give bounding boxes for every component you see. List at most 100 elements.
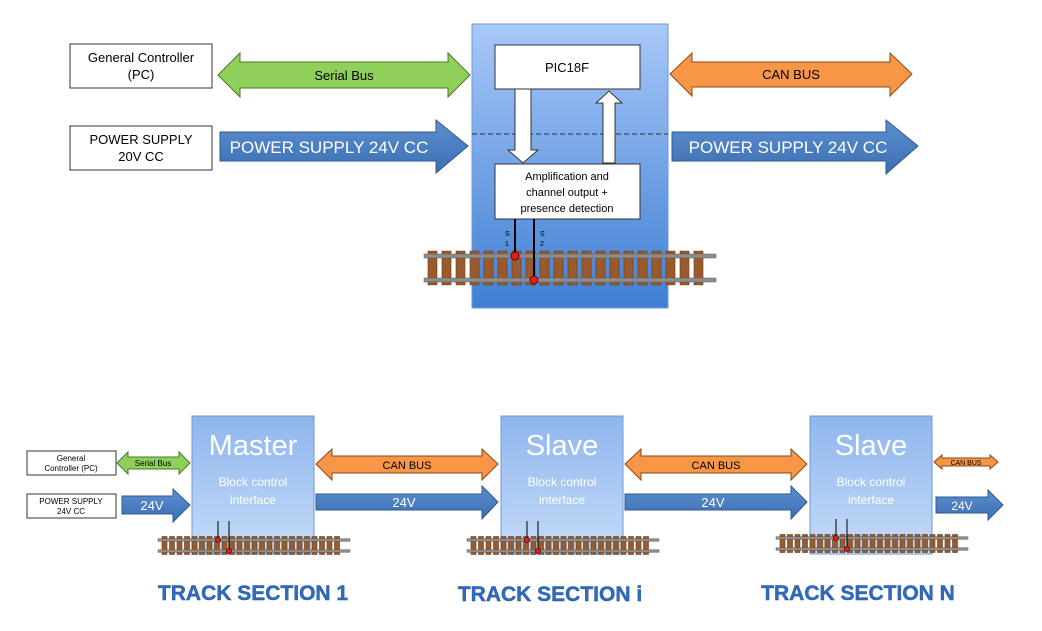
track-tie <box>523 536 529 555</box>
track-tie <box>469 250 480 286</box>
track-section-label-1: TRACK SECTION 1 <box>158 582 349 605</box>
pic18f-label: PIC18F <box>545 60 589 75</box>
track-rail <box>423 277 717 283</box>
track-tie <box>184 536 190 555</box>
track-tie <box>609 250 620 286</box>
small-serial-bus-arrow: Serial Bus <box>116 450 191 476</box>
input-24v-arrow: 24V <box>121 487 191 524</box>
sensor-wires-section-1 <box>215 521 232 554</box>
sensor-contact <box>535 548 541 554</box>
can-bus-arrow-3: CAN BUS <box>933 453 999 471</box>
track-tie <box>914 534 921 553</box>
down-arrow <box>506 88 540 164</box>
track-tie <box>944 534 951 553</box>
track-tie <box>289 536 295 555</box>
track-tie <box>485 536 492 555</box>
sensor-contact-s1 <box>510 251 520 261</box>
track-tie <box>637 250 648 286</box>
block-slave-n: Slave Block control interface <box>809 415 933 555</box>
amplification-label-2: channel output + <box>526 187 608 199</box>
track-rail <box>423 253 717 259</box>
track-tie <box>693 250 704 286</box>
track-tie <box>817 534 823 553</box>
track-tie <box>169 536 175 555</box>
track-tie <box>470 536 477 555</box>
track-tie <box>500 536 507 555</box>
track-section-label-n: TRACK SECTION N <box>761 582 955 605</box>
amplification-label: Amplification and <box>525 171 609 183</box>
track-tie <box>595 250 606 286</box>
block-role-label: Master <box>209 430 298 462</box>
track-tie <box>635 536 642 555</box>
track-tie <box>455 250 466 286</box>
serial-bus-label: Serial Bus <box>314 68 374 83</box>
railway-track-section-n <box>775 534 969 553</box>
block-role-label: Slave <box>835 430 908 462</box>
track-tie <box>802 534 808 553</box>
up-arrow <box>594 90 624 164</box>
block-subtitle-2: interface <box>848 493 894 507</box>
track-tie <box>515 536 522 555</box>
sensor-contact <box>524 537 530 543</box>
sensor-contact <box>844 546 850 552</box>
track-tie <box>929 534 936 553</box>
track-tie <box>478 536 484 555</box>
track-tie <box>199 536 205 555</box>
track-rail <box>775 536 969 540</box>
track-tie <box>441 250 452 286</box>
track-tie <box>620 536 627 555</box>
track-tie <box>839 534 846 553</box>
block-subtitle: Block control <box>528 475 597 489</box>
railway-track-section-1 <box>157 536 351 555</box>
track-tie <box>877 534 883 553</box>
can-bus-label-2: CAN BUS <box>692 460 741 472</box>
power-supply-box: POWER SUPPLY 20V CC <box>69 125 213 171</box>
track-tie <box>794 534 801 553</box>
track-section-label-i: TRACK SECTION i <box>458 583 642 606</box>
power-24v-label-2: 24V <box>701 495 724 510</box>
track-tie <box>568 536 574 555</box>
sensor-wires-section-i <box>524 521 541 554</box>
track-tie <box>598 536 604 555</box>
small-general-controller-box: General Controller (PC) <box>26 450 117 476</box>
track-tie <box>854 534 861 553</box>
sensor-contact <box>226 548 232 554</box>
power-24v-label-3: 24V <box>951 499 972 513</box>
track-rail <box>157 549 351 553</box>
power-24v-arrow-2: 24V <box>624 484 808 521</box>
track-tie <box>583 536 589 555</box>
track-tie <box>575 536 582 555</box>
track-tie <box>605 536 612 555</box>
track-tie <box>266 536 273 555</box>
can-bus-label-1: CAN BUS <box>383 460 432 472</box>
small-serial-bus-label: Serial Bus <box>135 459 171 468</box>
track-tie <box>613 536 619 555</box>
block-slave-i: Slave Block control interface <box>500 415 624 555</box>
can-bus-arrow: CAN BUS <box>669 51 913 98</box>
track-tie <box>787 534 793 553</box>
power-supply-out-arrow: POWER SUPPLY 24V CC <box>671 118 919 176</box>
sensor-wires-section-n <box>833 519 850 552</box>
track-tie <box>281 536 288 555</box>
track-tie <box>922 534 928 553</box>
track-rail <box>466 549 660 553</box>
track-tie <box>311 536 318 555</box>
track-rail <box>157 538 351 542</box>
track-tie <box>560 536 567 555</box>
s1-label-num: 1 <box>505 241 509 248</box>
track-tie <box>530 536 537 555</box>
track-tie <box>809 534 816 553</box>
amplification-box: Amplification and channel output + prese… <box>494 163 641 220</box>
block-subtitle-2: interface <box>230 493 276 507</box>
track-tie <box>581 250 592 286</box>
power-24v-arrow-3: 24V <box>935 488 1004 522</box>
s2-label: S <box>540 231 545 238</box>
track-tie <box>623 250 634 286</box>
system-overview: General Controller (PC) POWER SUPPLY 24V… <box>26 415 1004 606</box>
sensor-contact <box>833 535 839 541</box>
block-subtitle-2: interface <box>539 493 585 507</box>
track-tie <box>493 536 499 555</box>
small-power-supply-box: POWER SUPPLY 24V CC <box>26 493 117 519</box>
s1-label: S <box>505 231 510 238</box>
railway-track-section-i <box>466 536 660 555</box>
